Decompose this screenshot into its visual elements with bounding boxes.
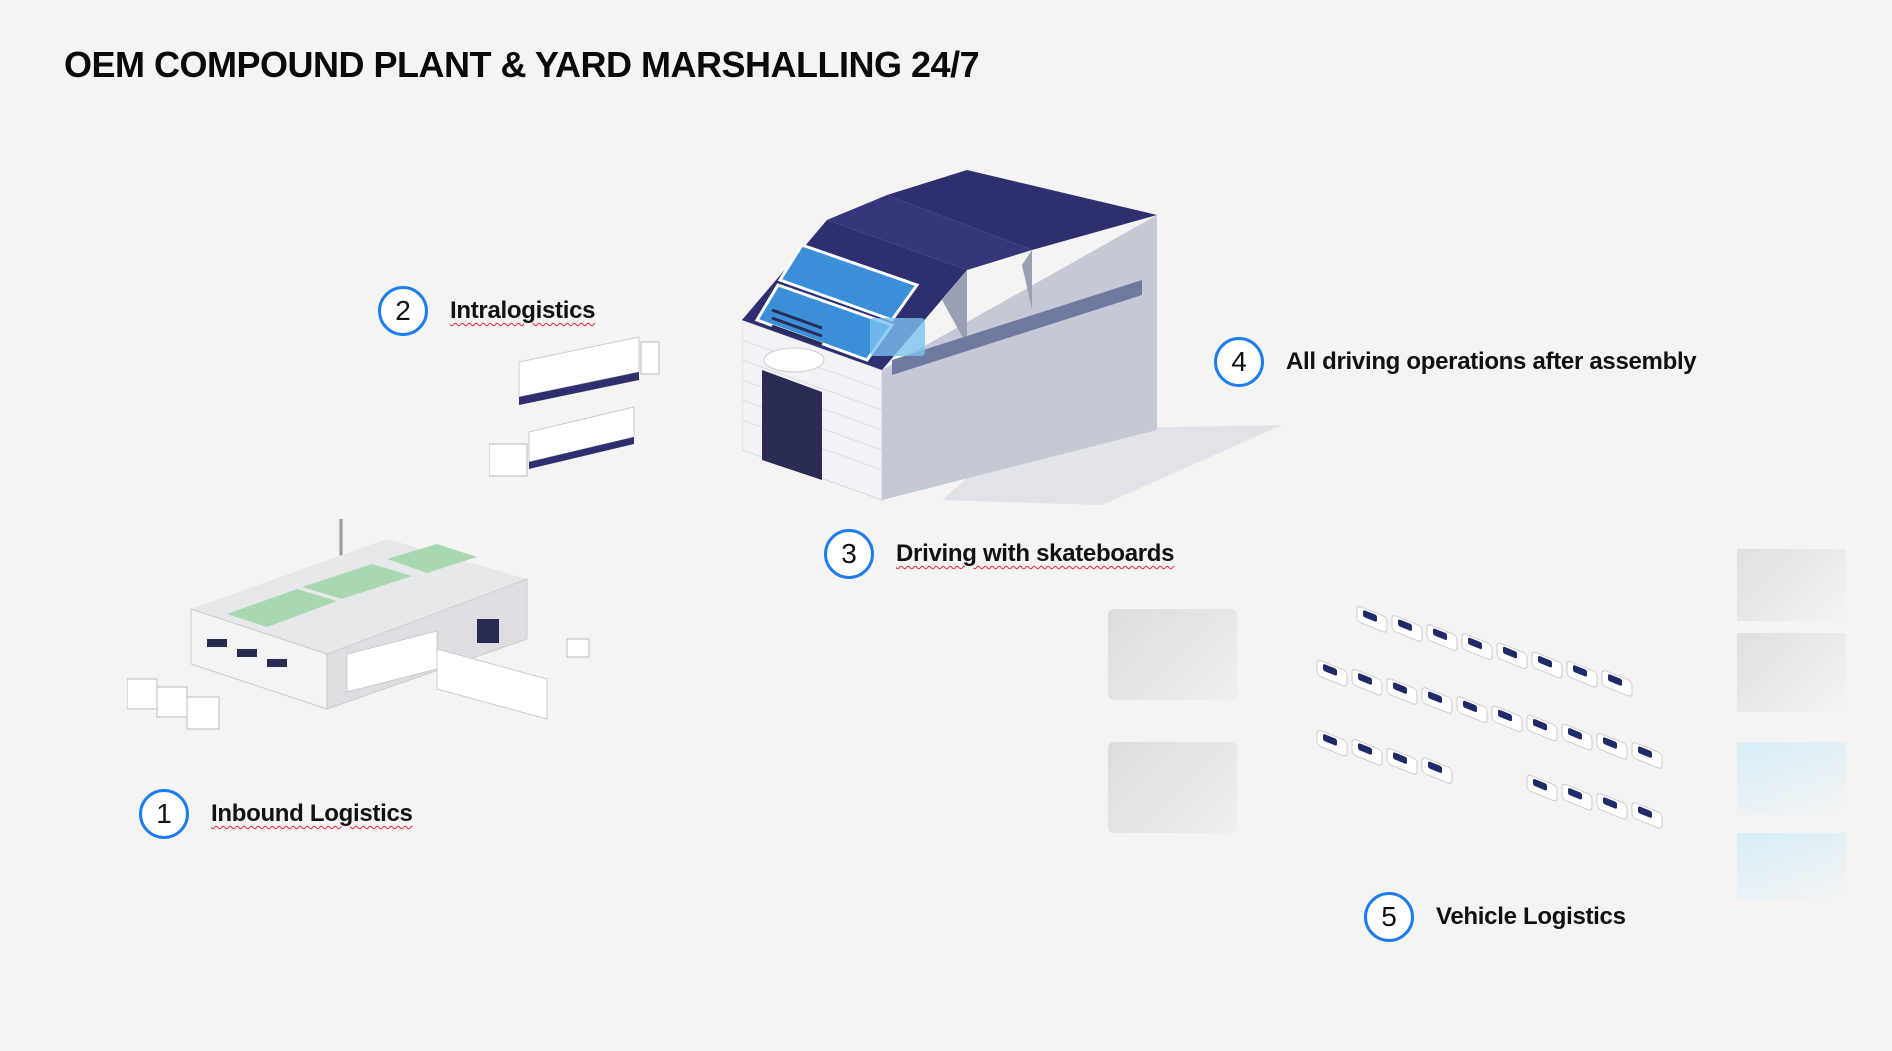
- warehouse-illustration: [127, 519, 590, 730]
- transport-thumbnail: [1737, 633, 1846, 712]
- step-label: Inbound Logistics: [211, 800, 413, 827]
- step-label: Driving with skateboards: [896, 540, 1175, 567]
- step-label: Vehicle Logistics: [1436, 903, 1626, 930]
- step-number-badge: 4: [1214, 337, 1264, 387]
- page-title: OEM COMPOUND PLANT & YARD MARSHALLING 24…: [64, 44, 980, 85]
- step-label: Intralogistics: [450, 297, 596, 324]
- step-number-badge: 2: [378, 286, 428, 336]
- step-label: All driving operations after assembly: [1286, 348, 1697, 375]
- step-number-badge: 5: [1364, 892, 1414, 942]
- marker-intralogistics: 2 Intralogistics: [378, 286, 595, 336]
- port-thumbnail: [1737, 833, 1846, 899]
- parking-lot-illustration: [1316, 604, 1663, 831]
- skateboard-thumbnail: [1108, 609, 1237, 700]
- transport-thumbnail: [1737, 549, 1846, 621]
- marker-driving-operations: 4 All driving operations after assembly: [1214, 337, 1697, 387]
- trucks-illustration: [489, 336, 660, 477]
- skateboard-thumbnail: [1108, 742, 1237, 833]
- marker-driving-with-skateboards: 3 Driving with skateboards: [824, 529, 1175, 579]
- factory-illustration: [742, 170, 1282, 505]
- marker-inbound-logistics: 1 Inbound Logistics: [139, 789, 413, 839]
- marker-vehicle-logistics: 5 Vehicle Logistics: [1364, 892, 1626, 942]
- step-number-badge: 1: [139, 789, 189, 839]
- port-thumbnail: [1737, 742, 1846, 815]
- step-number-badge: 3: [824, 529, 874, 579]
